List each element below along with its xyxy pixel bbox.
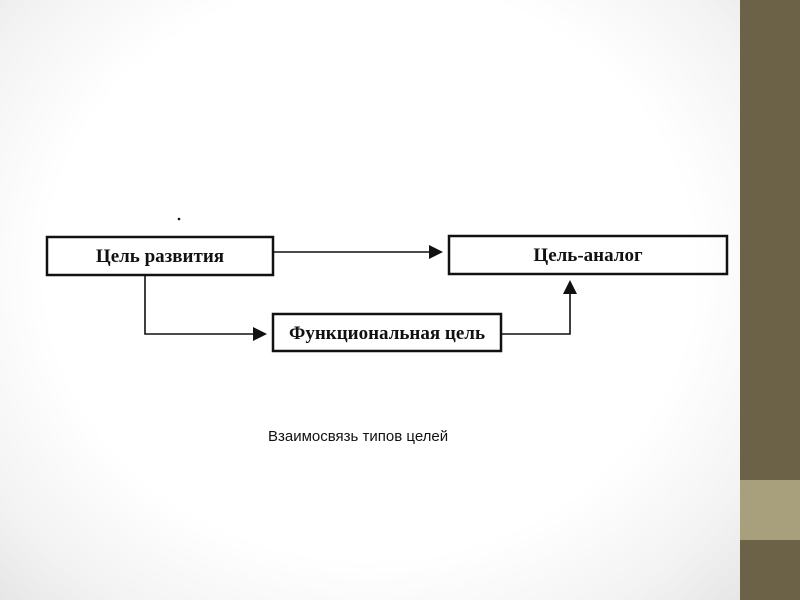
edge-development-to-functional: [144, 275, 267, 341]
node-analog-box: [447, 234, 729, 276]
sidebar-band-top: [740, 0, 800, 480]
slide-decoration-sidebar: [740, 0, 800, 600]
goal-relationship-diagram: Цель развития Цель-аналог Функциональная…: [45, 217, 729, 353]
node-development-label: Цель развития: [96, 246, 224, 267]
node-functional: Функциональная цель: [271, 312, 503, 353]
edge-functional-to-analog: [501, 280, 577, 335]
sidebar-band-bottom: [740, 540, 800, 600]
node-analog: Цель-аналог: [447, 234, 729, 276]
node-functional-box: [271, 312, 503, 353]
slide-canvas: Цель развития Цель-аналог Функциональная…: [0, 0, 740, 600]
node-development: Цель развития: [45, 235, 275, 277]
scan-dot: [177, 217, 181, 221]
node-analog-label: Цель-аналог: [533, 245, 643, 266]
node-development-box: [45, 235, 275, 277]
node-functional-label: Функциональная цель: [289, 323, 485, 344]
sidebar-band-accent: [740, 480, 800, 540]
diagram-caption: Взаимосвязь типов целей: [268, 428, 449, 445]
